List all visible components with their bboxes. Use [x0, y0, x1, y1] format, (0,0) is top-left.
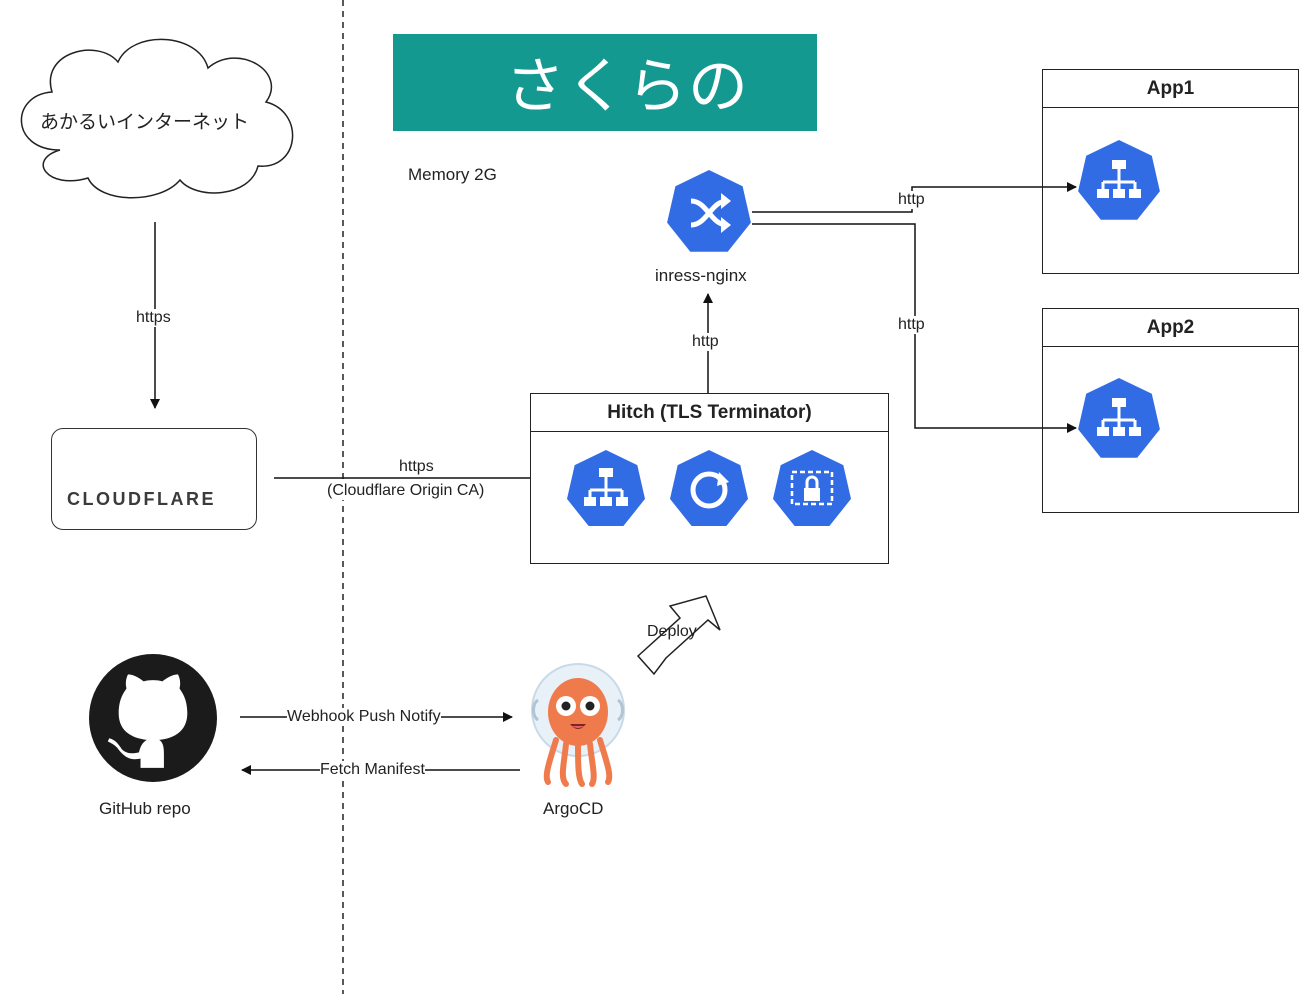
github-label: GitHub repo: [99, 799, 191, 818]
app2-title: App2: [1043, 309, 1298, 347]
app1-service-icon-overlay: [1078, 140, 1160, 220]
sakura-vps-logo-text: さくらのVPS: [505, 53, 749, 193]
hitch-deploy-icon-overlay: [670, 450, 748, 526]
memory-label: Memory 2G: [408, 165, 497, 184]
edge-label-fetch: Fetch Manifest: [320, 761, 425, 779]
ingress-label: inress-nginx: [655, 266, 747, 285]
argocd-label: ArgoCD: [543, 799, 604, 818]
edge-label-cloud-to-cf: https: [136, 309, 171, 327]
deploy-arrow: [636, 595, 721, 676]
edge-label-hitch-to-ingress: http: [692, 333, 719, 351]
sakura-vps-banner: さくらのVPS: [393, 34, 817, 193]
edge-label-ingress-to-app2: http: [898, 316, 925, 334]
edge-label-cf-to-hitch-1: https: [399, 458, 434, 476]
edge-label-deploy: Deploy: [647, 623, 697, 640]
cloudflare-node: CLOUDFLARE: [51, 428, 257, 530]
app1-title: App1: [1043, 70, 1298, 108]
internet-cloud-label: あかるいインターネット: [40, 112, 250, 133]
hitch-title: Hitch (TLS Terminator): [531, 394, 888, 432]
hitch-service-icon-overlay: [567, 450, 645, 526]
github-icon: [89, 654, 217, 782]
edge-label-cf-to-hitch-2: (Cloudflare Origin CA): [327, 482, 485, 500]
edge-label-ingress-to-app1: http: [898, 191, 925, 209]
internet-cloud: [20, 38, 294, 199]
edge-label-webhook: Webhook Push Notify: [287, 708, 441, 726]
cloudflare-logo-text: CLOUDFLARE: [67, 489, 216, 509]
hitch-secret-icon-overlay: [773, 450, 851, 526]
app2-service-icon-overlay: [1078, 378, 1160, 458]
ingress-icon: [667, 170, 751, 252]
argocd-icon: [531, 663, 625, 787]
